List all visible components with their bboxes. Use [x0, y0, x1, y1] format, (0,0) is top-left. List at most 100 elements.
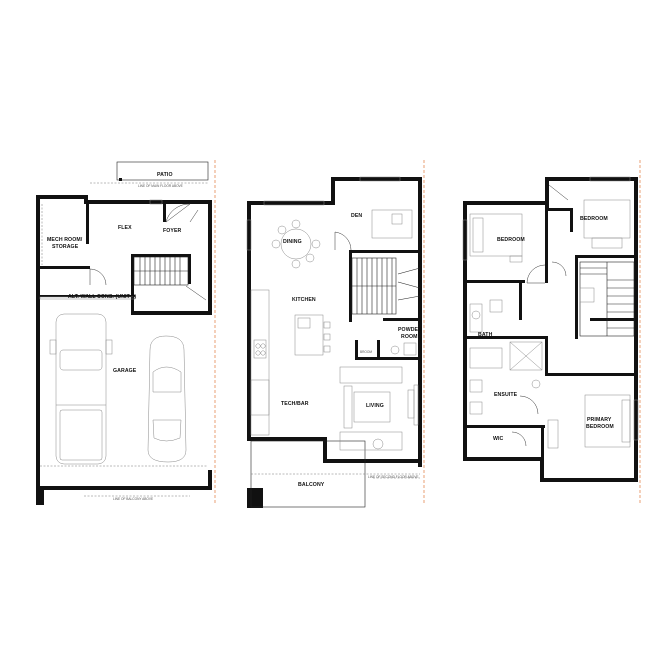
tech-bar-label: TECH/BAR	[281, 401, 309, 407]
primary-bedroom-label: BEDROOM	[586, 424, 614, 430]
dining-window	[263, 200, 325, 206]
foyer-label: FOYER	[163, 228, 182, 234]
third-top-step	[545, 177, 549, 210]
broom-label: BROOM	[360, 350, 372, 354]
burner	[260, 350, 266, 356]
second-right-wall	[418, 177, 422, 467]
garage-top-wall	[131, 311, 212, 315]
main-top-wall	[84, 200, 212, 204]
mech-right-wall	[86, 204, 89, 244]
bedroom1-right-wall	[545, 208, 548, 283]
bedroom1-pillows	[472, 217, 484, 253]
bedroom1-nightstand	[509, 255, 523, 263]
primary-label: PRIMARY	[587, 417, 612, 423]
den-door	[334, 231, 352, 251]
bedroom1-door	[526, 264, 546, 284]
bedroom2-closet-door	[548, 184, 569, 201]
balcony-label: BALCONY	[298, 482, 325, 488]
den-bottom-wall	[349, 250, 421, 253]
living-window	[413, 384, 419, 426]
powder-bottom-wall	[355, 357, 421, 360]
primary-dresser	[547, 419, 559, 449]
powder-room-label: ROOM	[401, 334, 418, 340]
powder-top-wall	[383, 318, 421, 321]
ensuite-door	[519, 395, 539, 415]
bedroom-1-label: BEDROOM	[497, 237, 525, 243]
stair-left-wall	[131, 254, 134, 314]
balcony-step	[323, 437, 327, 461]
bath-tub	[469, 303, 483, 333]
ensuite-shower	[509, 341, 543, 371]
burner	[255, 350, 261, 356]
kitchen-counter	[250, 289, 270, 416]
dining-side-window	[246, 219, 252, 251]
flex-label: FLEX	[118, 225, 132, 231]
ensuite-sink-1	[469, 379, 483, 393]
second-floor-plan: DEN DINING KITCHEN POWDER ROOM BROOM TEC…	[246, 160, 425, 508]
foyer-door	[165, 203, 191, 223]
bedroom-window-left	[462, 219, 468, 261]
den-left-stub	[331, 177, 335, 205]
kitchen-range	[253, 339, 267, 359]
ensuite-tub	[469, 347, 503, 369]
bath-toilet	[471, 310, 481, 320]
shower-x	[509, 341, 543, 371]
bedroom1-bed	[469, 213, 523, 257]
den-desk	[371, 209, 413, 239]
bedroom-window-top	[589, 176, 631, 182]
primary-top-wall	[545, 373, 638, 376]
mech-door	[89, 268, 107, 286]
second-bottom-wall-left	[247, 437, 327, 441]
living-label: LIVING	[366, 403, 384, 409]
burner	[255, 343, 261, 349]
kitchen-label: KITCHEN	[292, 297, 316, 303]
alt-wall-label: ALT. WALL CONS. (UNIT 9)	[68, 294, 136, 300]
dining-label: DINING	[283, 239, 302, 245]
wic-top-wall	[467, 425, 545, 428]
balcony-note: LINE OF SECOND FLOOR ABOVE	[368, 475, 418, 479]
ensuite-right-wall	[545, 336, 548, 376]
patio-outline	[116, 161, 209, 181]
bedroom2-bottom-wall	[575, 255, 638, 258]
patio-label: PATIO	[157, 172, 173, 178]
patio-note: LINE OF MAIN FLOOR ABOVE	[138, 184, 183, 188]
flex-window	[149, 199, 163, 205]
ensuite-label: ENSUITE	[494, 392, 518, 398]
tech-bar-counter	[250, 379, 270, 436]
main-right-wall-lower	[208, 470, 212, 490]
ensuite-sink-2	[469, 401, 483, 415]
alt-wall-outline	[39, 296, 136, 300]
living-furniture	[339, 366, 415, 451]
balcony-post	[247, 488, 263, 508]
bedroom1-bottom-wall	[467, 280, 525, 283]
main-stairs	[133, 256, 189, 286]
main-floor-plan: PATIO LINE OF MAIN FLOOR ABOVE FLEX FOYE…	[36, 160, 216, 505]
powder-left-wall	[355, 340, 358, 360]
bath-label: BATH	[478, 332, 493, 338]
bedroom2-footboard	[591, 237, 623, 249]
powder-sink	[403, 342, 417, 356]
stair-right-wall	[188, 254, 191, 284]
bath-right-wall	[519, 280, 522, 320]
mech-label: MECH ROOM/	[47, 237, 83, 243]
mech-bottom-wall	[40, 266, 90, 269]
kitchen-island	[294, 314, 324, 356]
third-top-wall-right	[545, 177, 638, 181]
main-bottom-pier	[36, 486, 44, 505]
truck-outline	[49, 313, 113, 465]
bedroom2-divider	[570, 208, 573, 232]
third-floor-plan: BEDROOM BEDROOM BATH ENSUITE WIC PRIMARY…	[462, 160, 641, 505]
wic-label: WIC	[493, 436, 504, 442]
primary-window	[633, 399, 639, 441]
hall-door	[551, 261, 567, 277]
island-sink	[297, 317, 311, 329]
garage-entry-door	[185, 285, 207, 301]
second-left-wall	[247, 201, 251, 441]
bedroom2-left-wall	[545, 208, 573, 211]
car-outline	[147, 335, 187, 463]
third-top-wall-left	[463, 201, 549, 205]
wic-door	[511, 431, 527, 447]
garage-label: GARAGE	[113, 368, 137, 374]
wic-right-wall	[541, 425, 544, 457]
